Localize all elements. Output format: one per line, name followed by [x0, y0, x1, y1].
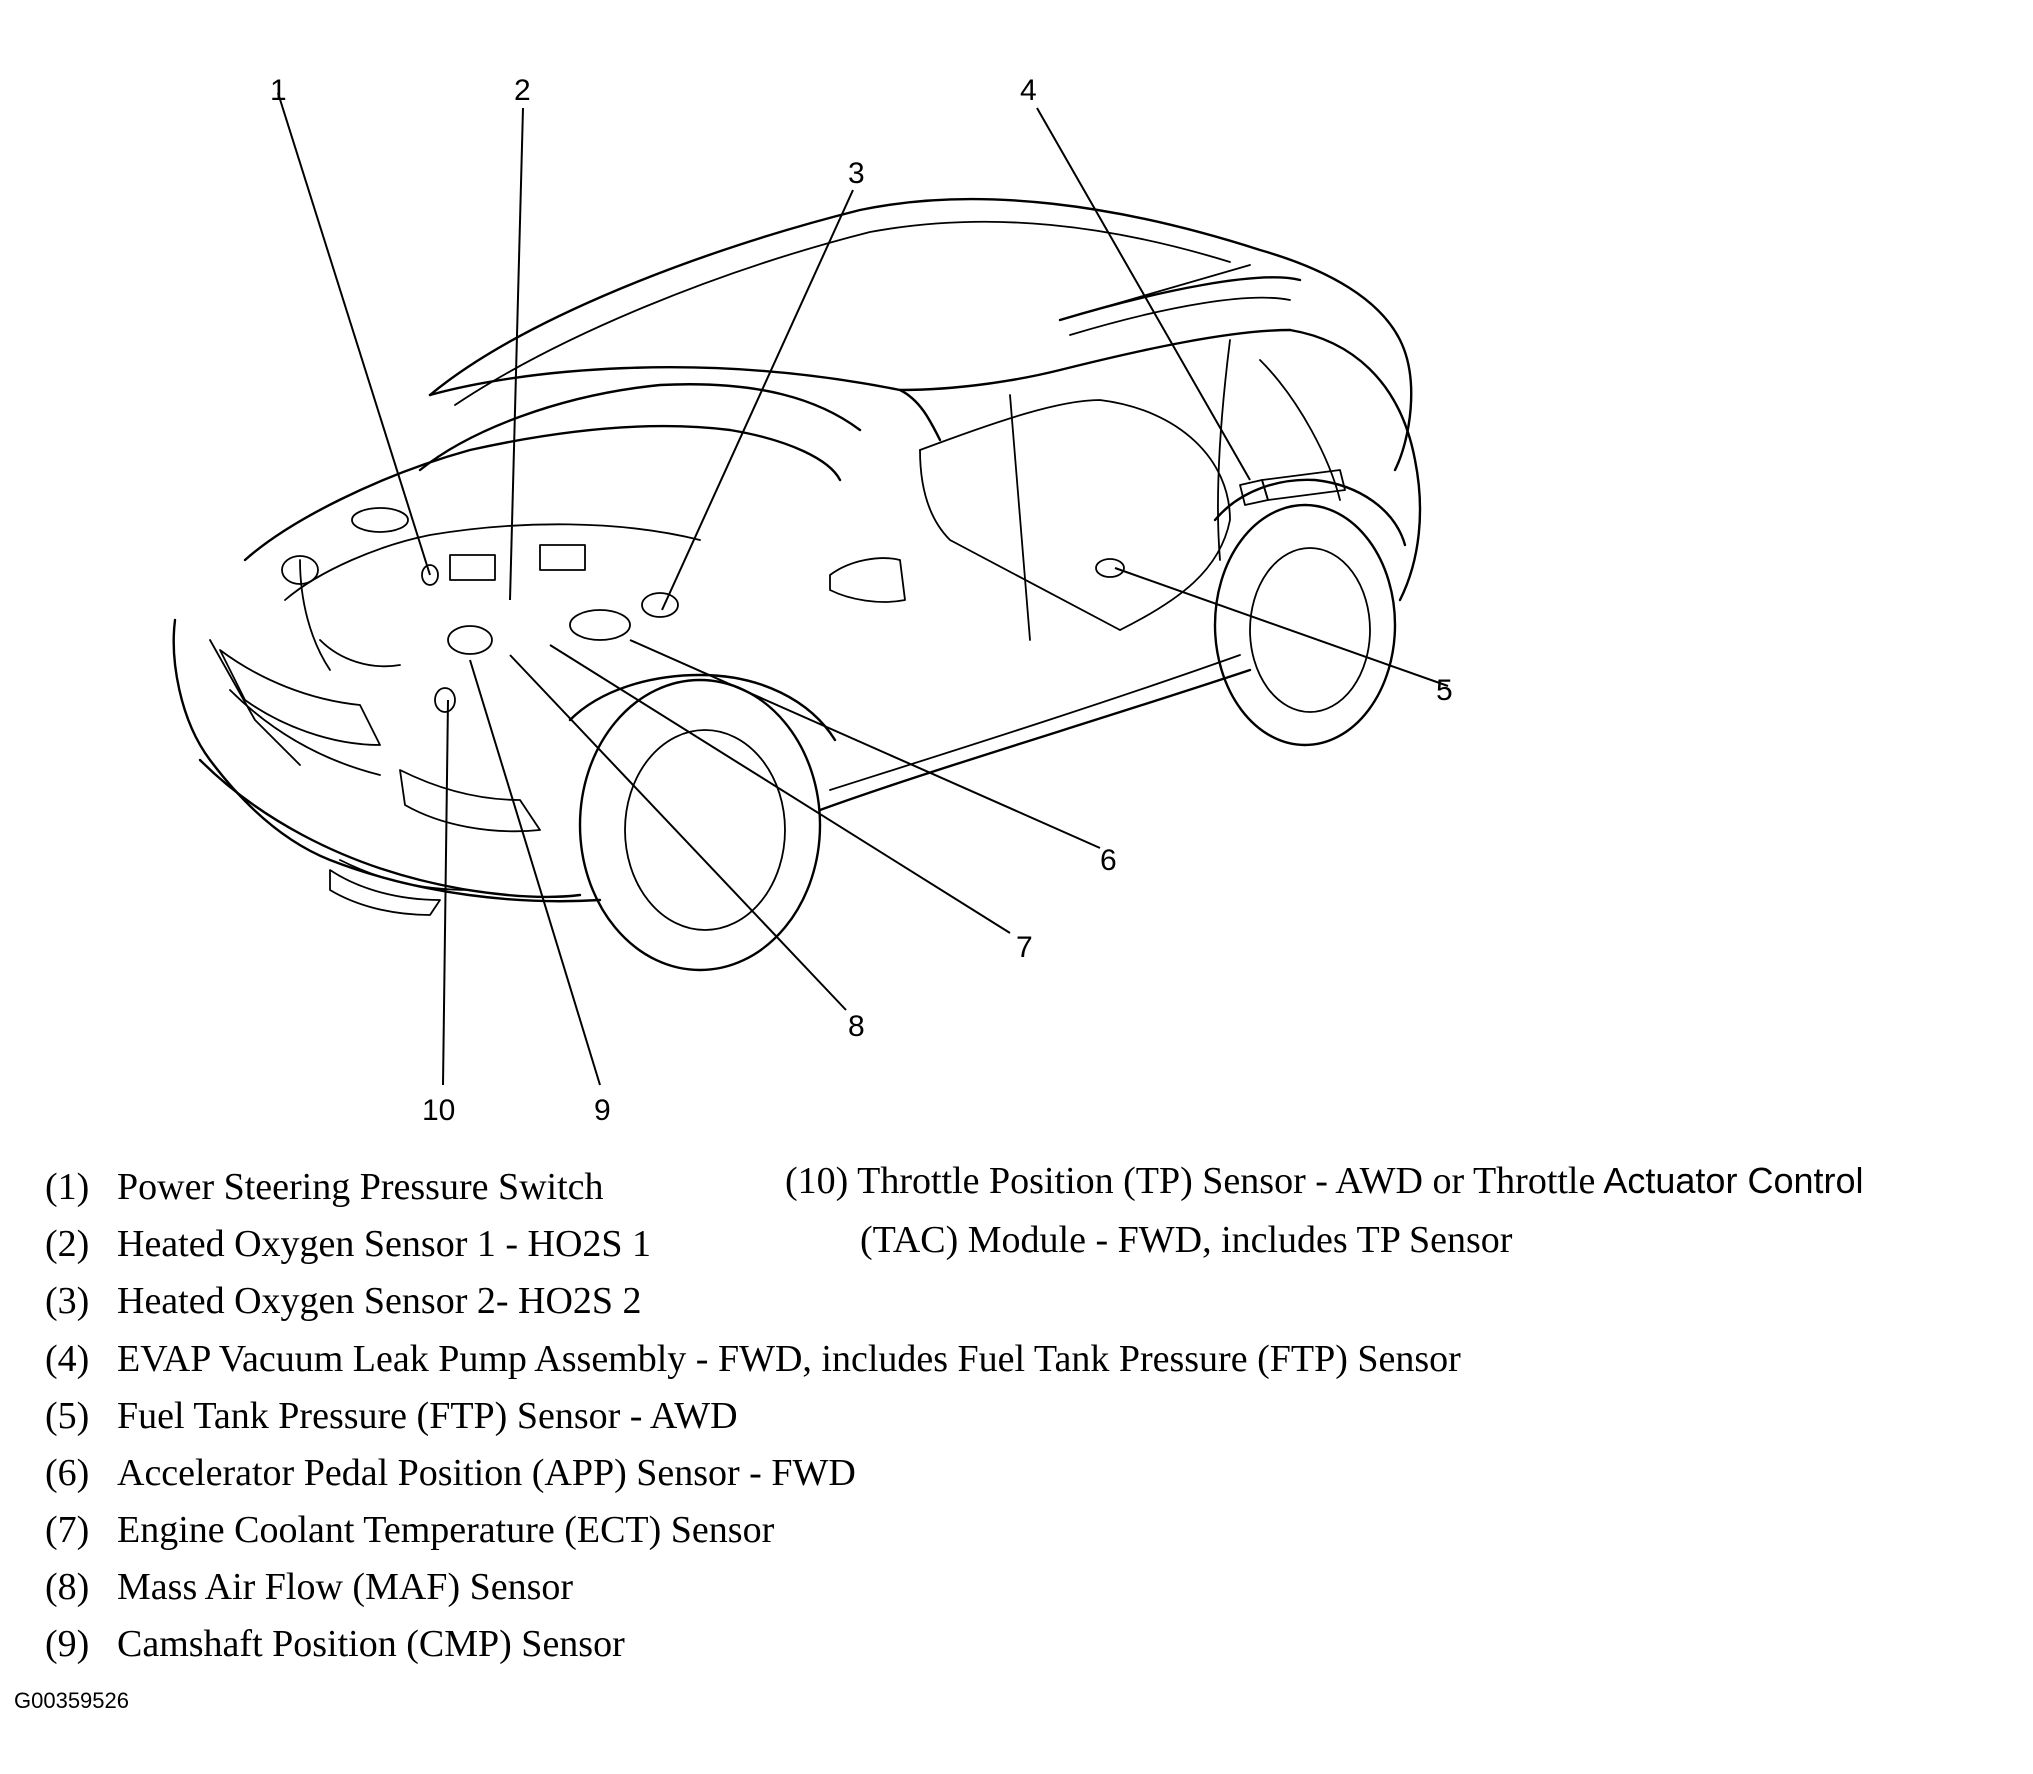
legend-number: (5) — [45, 1395, 90, 1437]
legend-item-6: (6) Accelerator Pedal Position (APP) Sens… — [45, 1454, 856, 1492]
legend-text: (TAC) Module - FWD, includes TP Sensor — [860, 1219, 1513, 1261]
callout-8: 8 — [848, 1010, 865, 1043]
callout-1: 1 — [270, 74, 287, 107]
legend-item-1: (1) Power Steering Pressure Switch — [45, 1168, 604, 1206]
legend-text: Mass Air Flow (MAF) Sensor — [117, 1566, 574, 1608]
callout-3: 3 — [848, 157, 865, 190]
legend-text: Heated Oxygen Sensor 1 - HO2S 1 — [117, 1223, 652, 1265]
legend-number: (3) — [45, 1280, 90, 1322]
callout-7: 7 — [1016, 931, 1033, 964]
legend-text-tail: Actuator Control — [1595, 1160, 1864, 1201]
legend-number: (2) — [45, 1223, 90, 1265]
legend-item-7: (7) Engine Coolant Temperature (ECT) Sens… — [45, 1511, 774, 1549]
legend-item-9: (9) Camshaft Position (CMP) Sensor — [45, 1625, 625, 1663]
legend-text: Power Steering Pressure Switch — [117, 1166, 604, 1208]
callout-9: 9 — [594, 1094, 611, 1127]
legend-number: (1) — [45, 1166, 90, 1208]
figure-id: G00359526 — [14, 1688, 129, 1713]
legend-item-4: (4) EVAP Vacuum Leak Pump Assembly - FWD,… — [45, 1340, 1461, 1378]
legend-number: (7) — [45, 1509, 90, 1551]
vehicle-component-locator-diagram: 1 2 3 4 5 6 7 8 9 10 — [172, 74, 1453, 1127]
legend-text: Heated Oxygen Sensor 2- HO2S 2 — [117, 1280, 642, 1322]
legend-text: Accelerator Pedal Position (APP) Sensor … — [117, 1452, 856, 1494]
legend-text: (10) Throttle Position (TP) Sensor - AWD… — [785, 1160, 1596, 1202]
legend-item-8: (8) Mass Air Flow (MAF) Sensor — [45, 1568, 573, 1606]
legend-number: (4) — [45, 1338, 90, 1380]
callout-2: 2 — [514, 74, 531, 107]
legend-number: (8) — [45, 1566, 90, 1608]
legend-number: (6) — [45, 1452, 90, 1494]
legend-item-5: (5) Fuel Tank Pressure (FTP) Sensor - AWD — [45, 1397, 738, 1435]
callout-10: 10 — [422, 1094, 455, 1127]
legend-item-10-line2: (TAC) Module - FWD, includes TP Sensor — [860, 1221, 1512, 1259]
legend-item-10-line1: (10) Throttle Position (TP) Sensor - AWD… — [785, 1162, 1864, 1200]
leader-lines — [277, 92, 1449, 1086]
legend-text: EVAP Vacuum Leak Pump Assembly - FWD, in… — [117, 1338, 1461, 1380]
legend-number: (9) — [45, 1623, 90, 1665]
callout-4: 4 — [1020, 74, 1037, 107]
legend-item-2: (2) Heated Oxygen Sensor 1 - HO2S 1 — [45, 1225, 651, 1263]
legend-text: Camshaft Position (CMP) Sensor — [117, 1623, 625, 1665]
callout-5: 5 — [1436, 674, 1453, 707]
callout-6: 6 — [1100, 844, 1117, 877]
callout-numbers: 1 2 3 4 5 6 7 8 9 10 — [270, 74, 1453, 1127]
legend-text: Fuel Tank Pressure (FTP) Sensor - AWD — [117, 1395, 738, 1437]
vehicle-outline — [172, 197, 1422, 972]
legend-item-3: (3) Heated Oxygen Sensor 2- HO2S 2 — [45, 1282, 642, 1320]
legend-text: Engine Coolant Temperature (ECT) Sensor — [117, 1509, 775, 1551]
